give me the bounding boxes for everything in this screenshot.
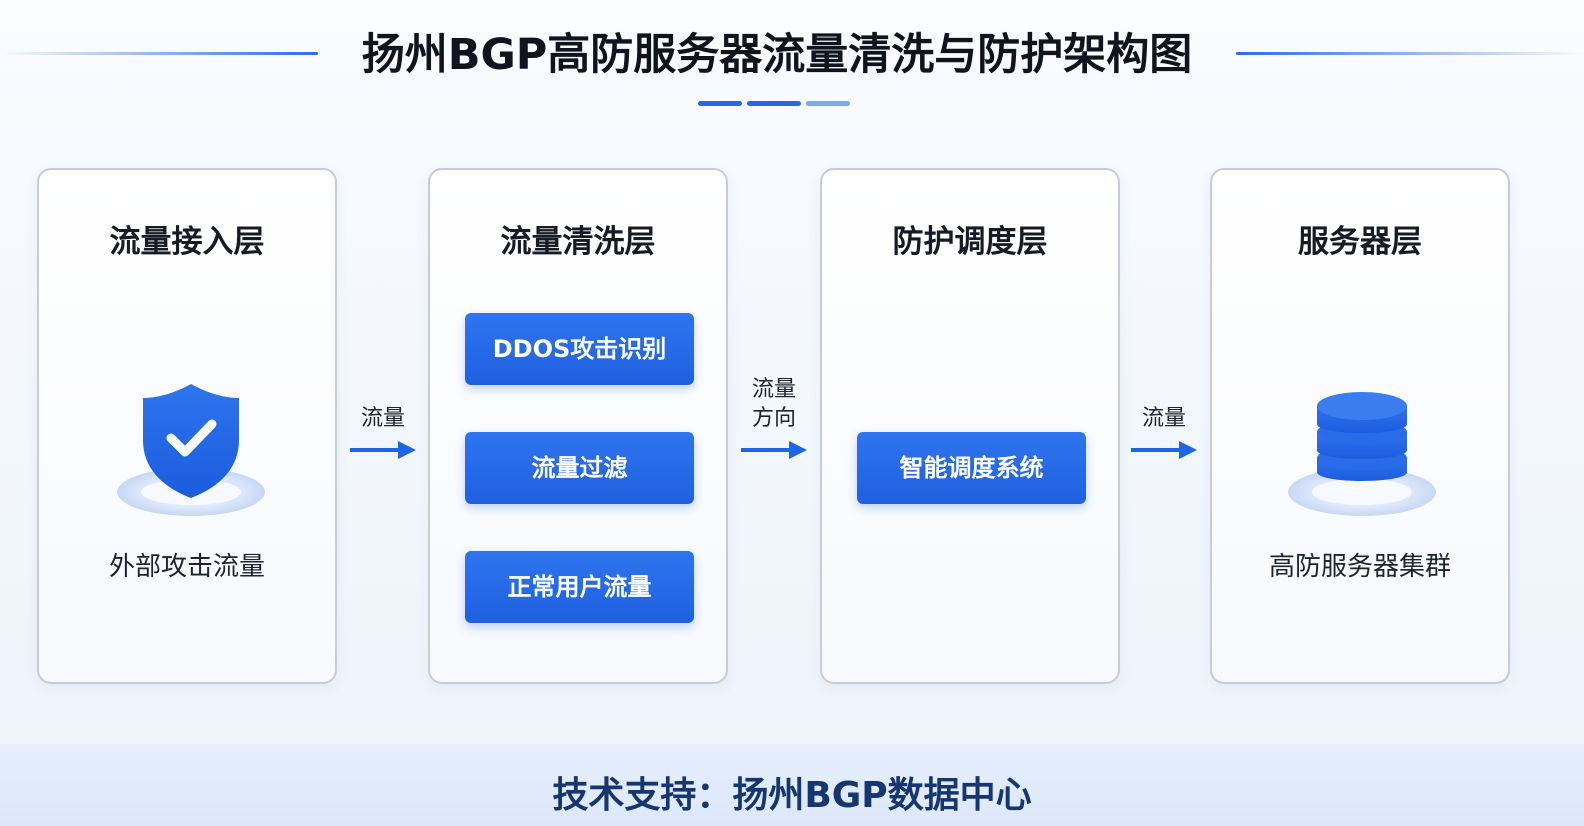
title-underline-dash <box>747 101 801 106</box>
footer-band <box>0 744 1584 826</box>
shield-check-icon <box>111 380 271 520</box>
connector-label-line1: 流量 <box>751 377 796 402</box>
title-underline-dash <box>806 101 850 106</box>
database-icon <box>1282 380 1442 520</box>
connector-label-line2: 方向 <box>751 406 796 431</box>
connector-label: 流量 <box>1141 406 1186 431</box>
traffic-filter-module: 流量过滤 <box>465 432 694 504</box>
normal-traffic-module: 正常用户流量 <box>465 551 694 623</box>
panel-title: 流量清洗层 <box>500 224 656 260</box>
title-line-left <box>0 52 318 55</box>
footer-text: 技术支持：扬州BGP数据中心 <box>552 775 1032 816</box>
connector-3: 流量 <box>1129 404 1199 433</box>
panel-protection-dispatch: 防护调度层 智能调度系统 <box>820 168 1120 684</box>
arrow-right-icon <box>1131 441 1197 459</box>
connector-2: 流量 方向 <box>739 375 809 433</box>
arrow-right-icon <box>741 441 807 459</box>
page-title: 扬州BGP高防服务器流量清洗与防护架构图 <box>361 30 1193 80</box>
panel-traffic-cleaning: 流量清洗层 DDOS攻击识别 流量过滤 正常用户流量 <box>428 168 728 684</box>
title-line-right <box>1236 52 1584 55</box>
panel-caption: 外部攻击流量 <box>108 552 265 582</box>
panel-traffic-access: 流量接入层 外部攻击流量 <box>37 168 337 684</box>
title-underline-dash <box>698 101 742 106</box>
smart-dispatch-module: 智能调度系统 <box>857 432 1086 504</box>
panel-caption: 高防服务器集群 <box>1268 552 1451 582</box>
panel-server: 服务器层 <box>1210 168 1510 684</box>
connector-1: 流量 <box>348 404 418 433</box>
connector-label: 流量 <box>360 406 405 431</box>
panel-title: 流量接入层 <box>109 224 265 260</box>
arrow-right-icon <box>350 441 416 459</box>
panel-title: 服务器层 <box>1298 224 1422 260</box>
panel-title: 防护调度层 <box>892 224 1048 260</box>
ddos-detection-module: DDOS攻击识别 <box>465 313 694 385</box>
